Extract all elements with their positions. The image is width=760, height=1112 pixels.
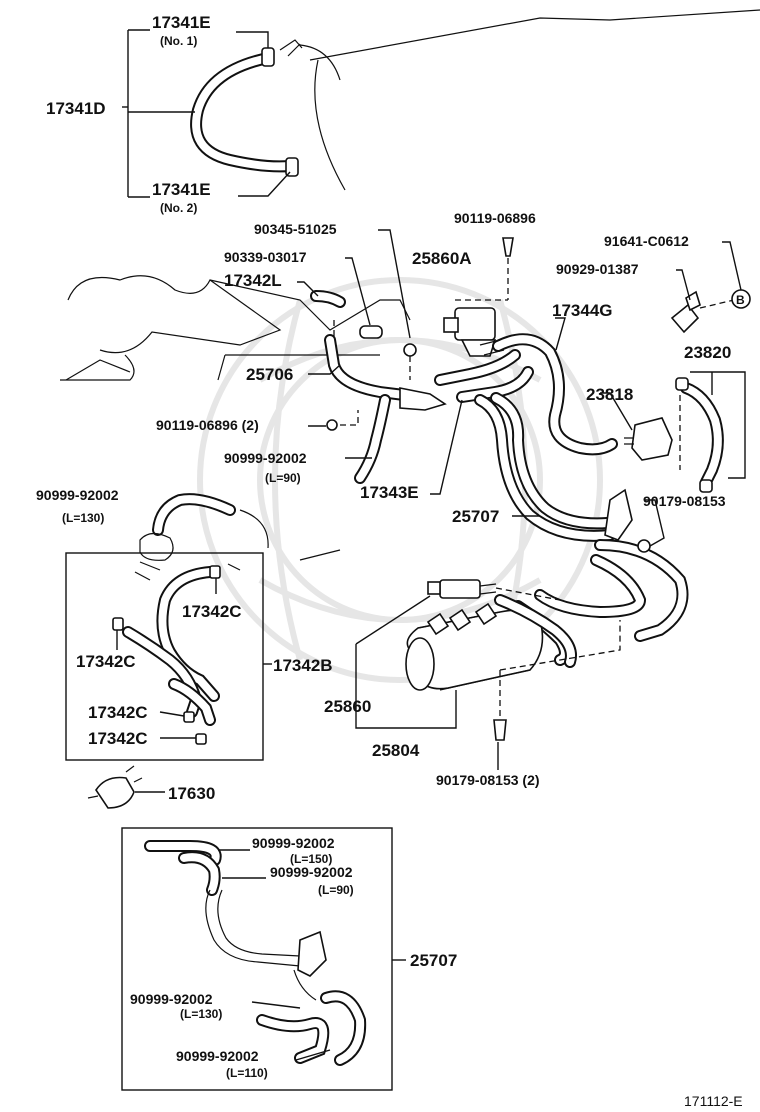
label-25804: 25804: [372, 741, 420, 760]
callout-b: B: [731, 289, 751, 309]
label-25860: 25860: [324, 697, 371, 716]
label-17342c-b: 17342C: [76, 652, 136, 671]
svg-text:(No. 1): (No. 1): [160, 34, 197, 48]
svg-text:17341E: 17341E: [152, 13, 211, 32]
intake-outline: [60, 275, 411, 381]
label-17344g: 17344G: [552, 301, 613, 320]
svg-text:(No. 2): (No. 2): [160, 201, 197, 215]
svg-text:90999-92002: 90999-92002: [176, 1048, 259, 1064]
label-90999-l90: 90999-92002 (L=90): [224, 450, 307, 485]
svg-text:(L=90): (L=90): [318, 883, 354, 897]
svg-text:(L=150): (L=150): [290, 852, 332, 866]
svg-text:90999-92002: 90999-92002: [252, 835, 335, 851]
box-17342b: [65, 552, 264, 761]
hose-90999-l130: [139, 493, 341, 561]
detail-pipe-25707: [144, 840, 367, 1066]
engine-cover-outline: [299, 9, 760, 191]
label-17342c-c: 17342C: [88, 703, 148, 722]
label-17342l: 17342L: [224, 271, 282, 290]
box-25707: [121, 827, 393, 1091]
label-90119-06896-2: 90119-06896 (2): [156, 417, 259, 433]
svg-text:(L=90): (L=90): [265, 471, 301, 485]
label-90999-l130: 90999-92002 (L=130): [36, 487, 119, 525]
svg-text:(L=130): (L=130): [62, 511, 104, 525]
label-25707: 25707: [452, 507, 499, 526]
label-25706: 25706: [246, 365, 293, 384]
label-detail-90999-l110: 90999-92002 (L=110): [176, 1048, 268, 1080]
label-detail-90999-l90: 90999-92002 (L=90): [270, 864, 354, 897]
label-17630: 17630: [168, 784, 215, 803]
label-90339-03017: 90339-03017: [224, 249, 307, 265]
hose-17341d: [190, 39, 303, 177]
label-23820: 23820: [684, 343, 731, 362]
label-90119-06896-top: 90119-06896: [454, 210, 536, 226]
vsv-25860a: [443, 237, 514, 357]
label-90345-51025: 90345-51025: [254, 221, 337, 237]
svg-text:B: B: [736, 293, 745, 307]
vsv-25860: [427, 579, 561, 601]
diagram-id: 171112-E: [684, 1093, 743, 1109]
svg-text:90999-92002: 90999-92002: [270, 864, 353, 880]
svg-text:90999-92002: 90999-92002: [36, 487, 119, 503]
label-17341e-no2: 17341E (No. 2): [152, 180, 211, 215]
label-17341e-no1: 17341E (No. 1): [152, 13, 211, 48]
label-17343e: 17343E: [360, 483, 419, 502]
label-91641-c0612: 91641-C0612: [604, 233, 689, 249]
label-17342b: 17342B: [273, 656, 333, 675]
watermark: [197, 277, 603, 683]
label-detail-90999-l150: 90999-92002 (L=150): [252, 835, 335, 866]
label-25860a: 25860A: [412, 249, 472, 268]
svg-text:(L=130): (L=130): [180, 1007, 222, 1021]
hose-23820: [675, 377, 724, 493]
filter-23818: [624, 417, 673, 461]
svg-text:90999-92002: 90999-92002: [130, 991, 213, 1007]
svg-text:90999-92002: 90999-92002: [224, 450, 307, 466]
clip-91641: [670, 290, 735, 334]
canister-25804: [405, 602, 544, 691]
label-17341d: 17341D: [46, 99, 106, 118]
label-90179-08153-2: 90179-08153 (2): [436, 772, 540, 788]
label-90929-01387: 90929-01387: [556, 261, 639, 277]
label-17342c-a: 17342C: [182, 602, 242, 621]
label-90179-08153: 90179-08153: [643, 493, 726, 509]
center-hoses: [434, 333, 618, 456]
svg-text:17341E: 17341E: [152, 180, 211, 199]
svg-text:(L=110): (L=110): [226, 1066, 268, 1080]
label-17342c-d: 17342C: [88, 729, 148, 748]
hose-25706: [310, 290, 447, 484]
label-detail-25707: 25707: [410, 951, 457, 970]
hose-17342b: [112, 561, 241, 745]
label-detail-90999-l130: 90999-92002 (L=130): [130, 991, 222, 1021]
valve-17630: [87, 765, 143, 809]
label-23818: 23818: [586, 385, 633, 404]
